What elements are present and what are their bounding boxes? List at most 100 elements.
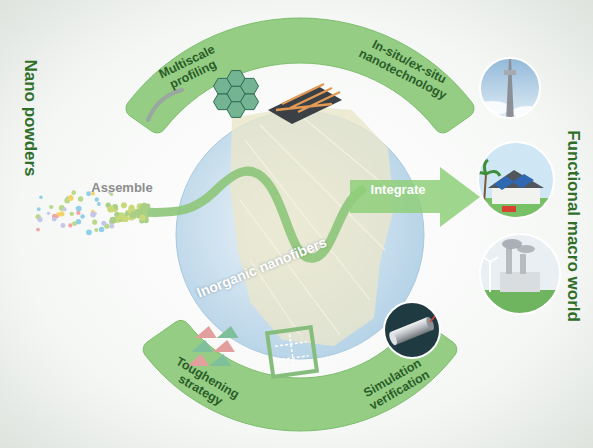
powder-dot: [141, 203, 147, 209]
powder-dot: [80, 214, 85, 219]
powder-dot: [118, 213, 125, 220]
powder-dot: [144, 215, 149, 220]
arc-band-shape: [90, 300, 510, 448]
powder-dot: [47, 212, 50, 215]
powder-dot: [111, 205, 118, 212]
powder-dot: [125, 210, 131, 216]
powder-dot: [55, 215, 58, 218]
powder-dot: [91, 210, 95, 214]
powder-dot: [109, 219, 115, 225]
honeycomb-structure: [214, 71, 259, 118]
powder-dot: [94, 228, 98, 232]
powder-dot: [137, 203, 144, 210]
side-title: Functional macro world: [564, 130, 583, 322]
powder-dot: [130, 212, 136, 218]
powder-dot: [131, 214, 137, 220]
powder-dot: [125, 212, 129, 216]
powder-dot: [118, 218, 122, 222]
powder-dot: [59, 211, 64, 216]
integrate-arrow: [350, 167, 480, 227]
powder-dot: [68, 195, 74, 201]
powder-dot: [37, 217, 42, 222]
powder-dot: [59, 205, 65, 211]
powder-dot: [93, 212, 97, 216]
powder-dot: [130, 205, 134, 209]
powder-dot: [136, 212, 142, 218]
powder-dot: [76, 219, 81, 224]
powder-dot: [70, 212, 74, 216]
powder-dot: [107, 205, 113, 211]
powder-dot: [139, 218, 144, 223]
process-label: Integrate: [371, 183, 426, 197]
powder-dot: [144, 218, 149, 223]
powder-dot: [66, 196, 70, 200]
side-title: Nano powders: [21, 59, 40, 176]
powder-dot: [49, 205, 53, 209]
powder-dot: [35, 214, 40, 219]
powder-dot: [104, 223, 109, 228]
simulation-frame: [267, 327, 317, 377]
powder-dot: [86, 191, 91, 196]
powder-dot: [116, 213, 122, 219]
powder-dot: [140, 215, 146, 221]
toughening-pattern: [187, 326, 242, 366]
powder-dot: [128, 205, 135, 212]
powder-dot: [139, 205, 145, 211]
powder-dot: [112, 204, 118, 210]
powder-dot: [101, 221, 106, 226]
powder-dot: [92, 220, 97, 225]
powder-dot: [76, 206, 82, 212]
powder-dot: [128, 214, 134, 220]
powder-dot: [108, 206, 115, 213]
powder-dot: [37, 207, 41, 211]
circle-outline: [176, 111, 424, 359]
curved-sample: [148, 90, 182, 120]
powder-dot: [132, 212, 138, 218]
tube-icon: [384, 302, 440, 358]
powder-dot: [99, 227, 104, 232]
powder-dot: [114, 212, 119, 217]
nano-device: [268, 84, 342, 124]
powder-dot: [60, 223, 65, 228]
powder-dot: [86, 230, 92, 236]
powder-dot: [140, 211, 147, 218]
tower-icon: [474, 56, 544, 122]
powder-dot: [118, 213, 125, 220]
powder-dot: [36, 228, 40, 232]
powder-dot: [64, 198, 70, 204]
powder-dot: [63, 207, 67, 211]
powder-dot: [52, 217, 56, 221]
powder-dot: [121, 202, 127, 208]
powder-dot: [76, 211, 80, 215]
powder-dot: [90, 212, 96, 218]
powder-dot: [114, 208, 118, 212]
nanofiber-sheet: [230, 106, 394, 346]
powder-dot: [132, 212, 137, 217]
nano-powder-dots: [35, 190, 150, 235]
powder-dot: [115, 212, 120, 217]
powder-dot: [95, 197, 99, 201]
powder-dot: [78, 196, 83, 201]
powder-dot: [133, 209, 138, 214]
powder-dot: [97, 202, 101, 206]
house-icon: [472, 140, 556, 220]
powder-dot: [111, 217, 117, 223]
powder-dot: [39, 195, 43, 199]
method-band: Toughening strategySimulation verificati…: [90, 300, 510, 448]
powder-dot: [71, 190, 76, 195]
powder-dot: [114, 217, 120, 223]
factory-icon: [478, 232, 562, 318]
circle-shape: [176, 111, 424, 359]
powder-dot: [145, 204, 150, 209]
powder-dot: [122, 215, 129, 222]
powder-dot: [119, 216, 125, 222]
powder-dot: [109, 224, 114, 229]
powder-dot: [144, 207, 149, 212]
powder-dot: [106, 202, 111, 207]
powder-dot: [137, 211, 143, 217]
powder-dot: [72, 221, 77, 226]
arc-band: [143, 320, 457, 431]
center-circle: Inorganic nanofibers: [176, 111, 424, 359]
assembly-wave: [140, 171, 362, 258]
